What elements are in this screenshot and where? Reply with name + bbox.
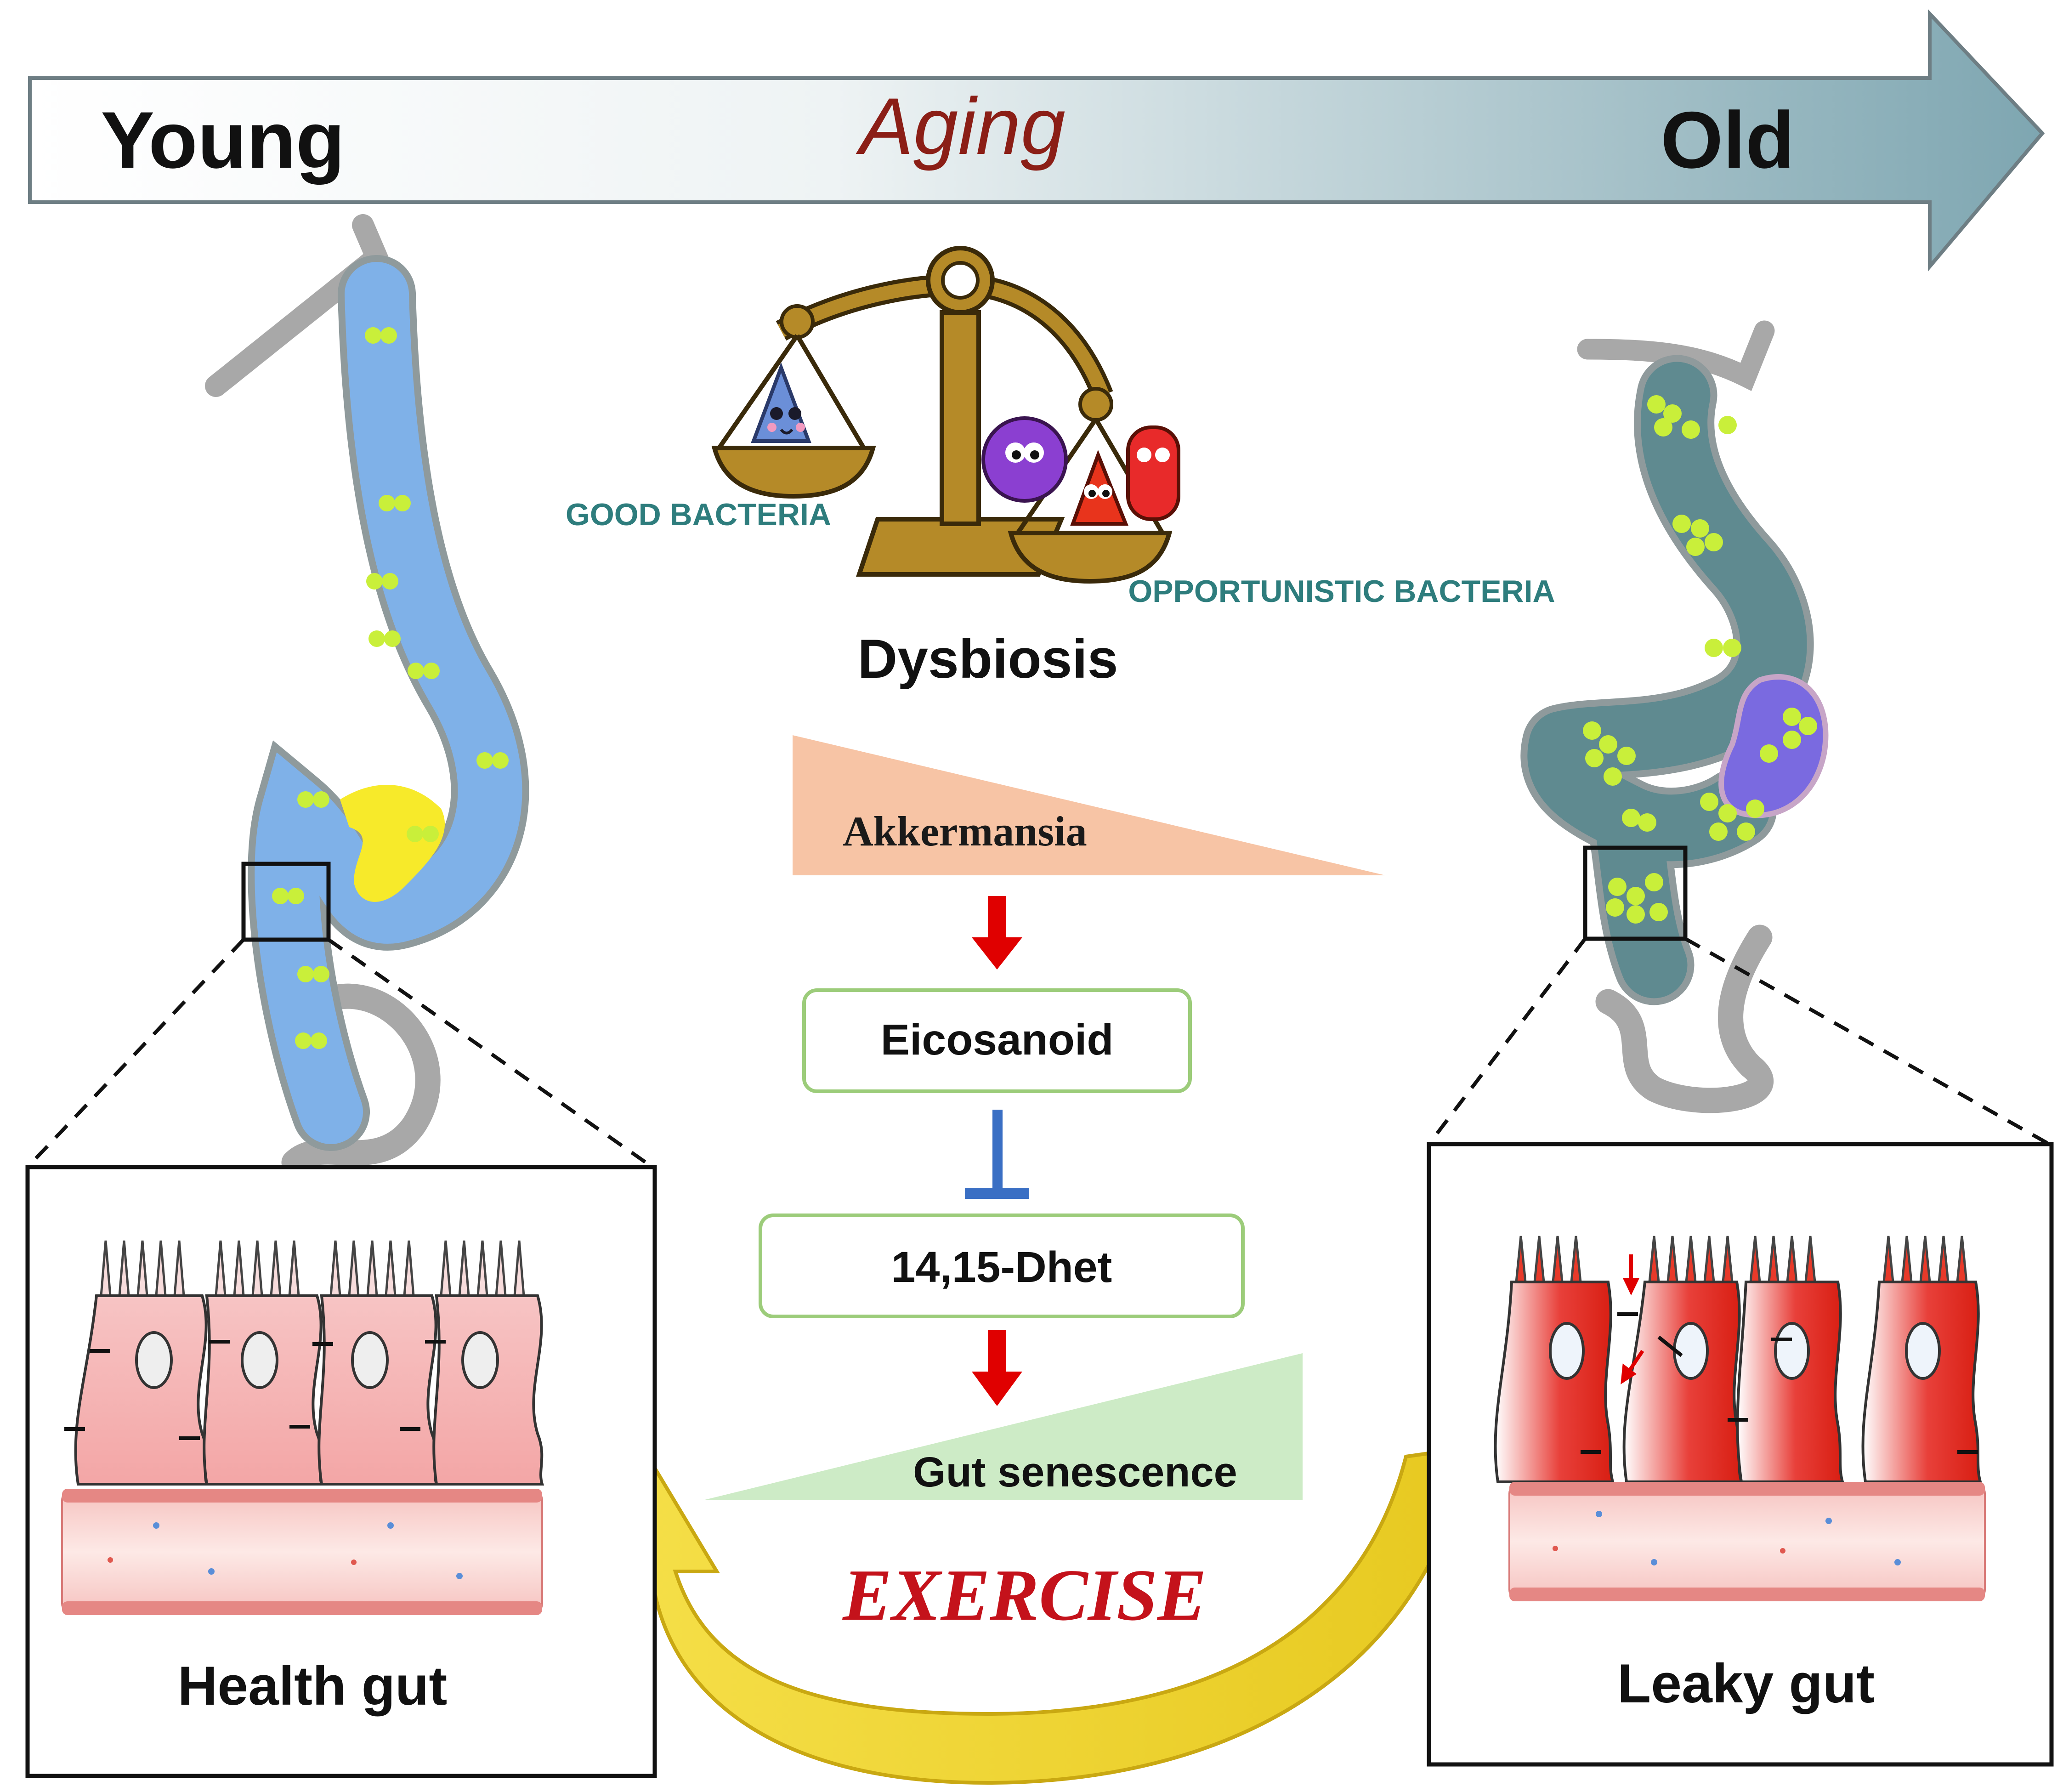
damaged-cell (1494, 1281, 1615, 1483)
damaged-cell (1861, 1281, 1982, 1483)
young-zoom-line-right (327, 938, 654, 1169)
aging-arrow-shape (28, 9, 2045, 272)
promote-arrow-2 (972, 1330, 1022, 1406)
old-label: Old (1661, 96, 1795, 185)
young-food-bolus (340, 784, 445, 902)
leaky-blood-vessel (1508, 1482, 1986, 1601)
good-bacteria-label: GOOD BACTERIA (566, 497, 831, 532)
health-gut-label: Health gut (178, 1655, 448, 1717)
akkermansia-wedge (793, 735, 1385, 875)
right-pan (1008, 531, 1173, 584)
young-zoom-square (241, 862, 331, 942)
leaky-gut-panel: Leaky gut (1427, 1142, 2054, 1767)
scale-pillar (940, 310, 981, 526)
gut-senescence-label: Gut senescence (913, 1449, 1237, 1496)
good-bacterium-icon (751, 362, 811, 443)
pathway: Akkermansia Eicosanoid 14,15-Dhet Gut se… (703, 735, 1385, 1500)
young-bacteria (272, 327, 509, 1049)
promote-arrow-1 (972, 896, 1022, 970)
dysbiosis-label: Dysbiosis (858, 628, 1118, 690)
opportunistic-bacteria-icon (981, 416, 1180, 526)
healthy-cell (317, 1294, 439, 1486)
healthy-cell (432, 1294, 544, 1486)
damaged-cell (1622, 1281, 1743, 1483)
right-pan-ring (1078, 387, 1113, 422)
eicosanoid-box (802, 988, 1192, 1093)
dhet-label: 14,15-Dhet (891, 1243, 1112, 1292)
healthy-cell (74, 1294, 209, 1486)
opportunistic-bacteria-label: OPPORTUNISTIC BACTERIA (1128, 574, 1555, 609)
old-gut (1427, 320, 2050, 1146)
healthy-epithelium (64, 1240, 544, 1486)
old-zoom-line-left (1427, 937, 1587, 1146)
old-gut-body (1527, 362, 1807, 998)
old-lower-tail (1595, 924, 1774, 1113)
left-pan-ring (780, 304, 815, 339)
young-label: Young (101, 96, 345, 185)
dhet-box (759, 1214, 1245, 1318)
leaky-gut-label: Leaky gut (1617, 1653, 1875, 1714)
old-zoom-line-right (1684, 937, 2050, 1146)
young-gut-body (255, 262, 522, 1144)
exercise-label: EXERCISE (842, 1554, 1207, 1636)
healthy-cell (203, 1294, 324, 1486)
eicosanoid-label: Eicosanoid (881, 1015, 1114, 1064)
inhibit-bar (965, 1110, 1029, 1199)
balance-scale: GOOD BACTERIA OPPORTUNISTIC BACTERIA Dys… (566, 246, 1555, 690)
young-zoom-line-left (26, 938, 245, 1168)
aging-label: Aging (856, 82, 1066, 171)
akkermansia-label: Akkermansia (843, 808, 1087, 855)
young-lower-tail (281, 983, 441, 1175)
health-gut-panel: Health gut (25, 1165, 657, 1778)
damaged-cell (1736, 1281, 1844, 1483)
old-bacteria (1583, 395, 1817, 924)
senescence-wedge (703, 1353, 1303, 1500)
aging-arrow: Young Aging Old (28, 9, 2045, 272)
left-pan (711, 446, 876, 499)
leaky-epithelium (1494, 1236, 1982, 1519)
healthy-blood-vessel (61, 1489, 543, 1615)
old-zoom-square (1583, 845, 1688, 941)
young-gut (26, 214, 654, 1175)
